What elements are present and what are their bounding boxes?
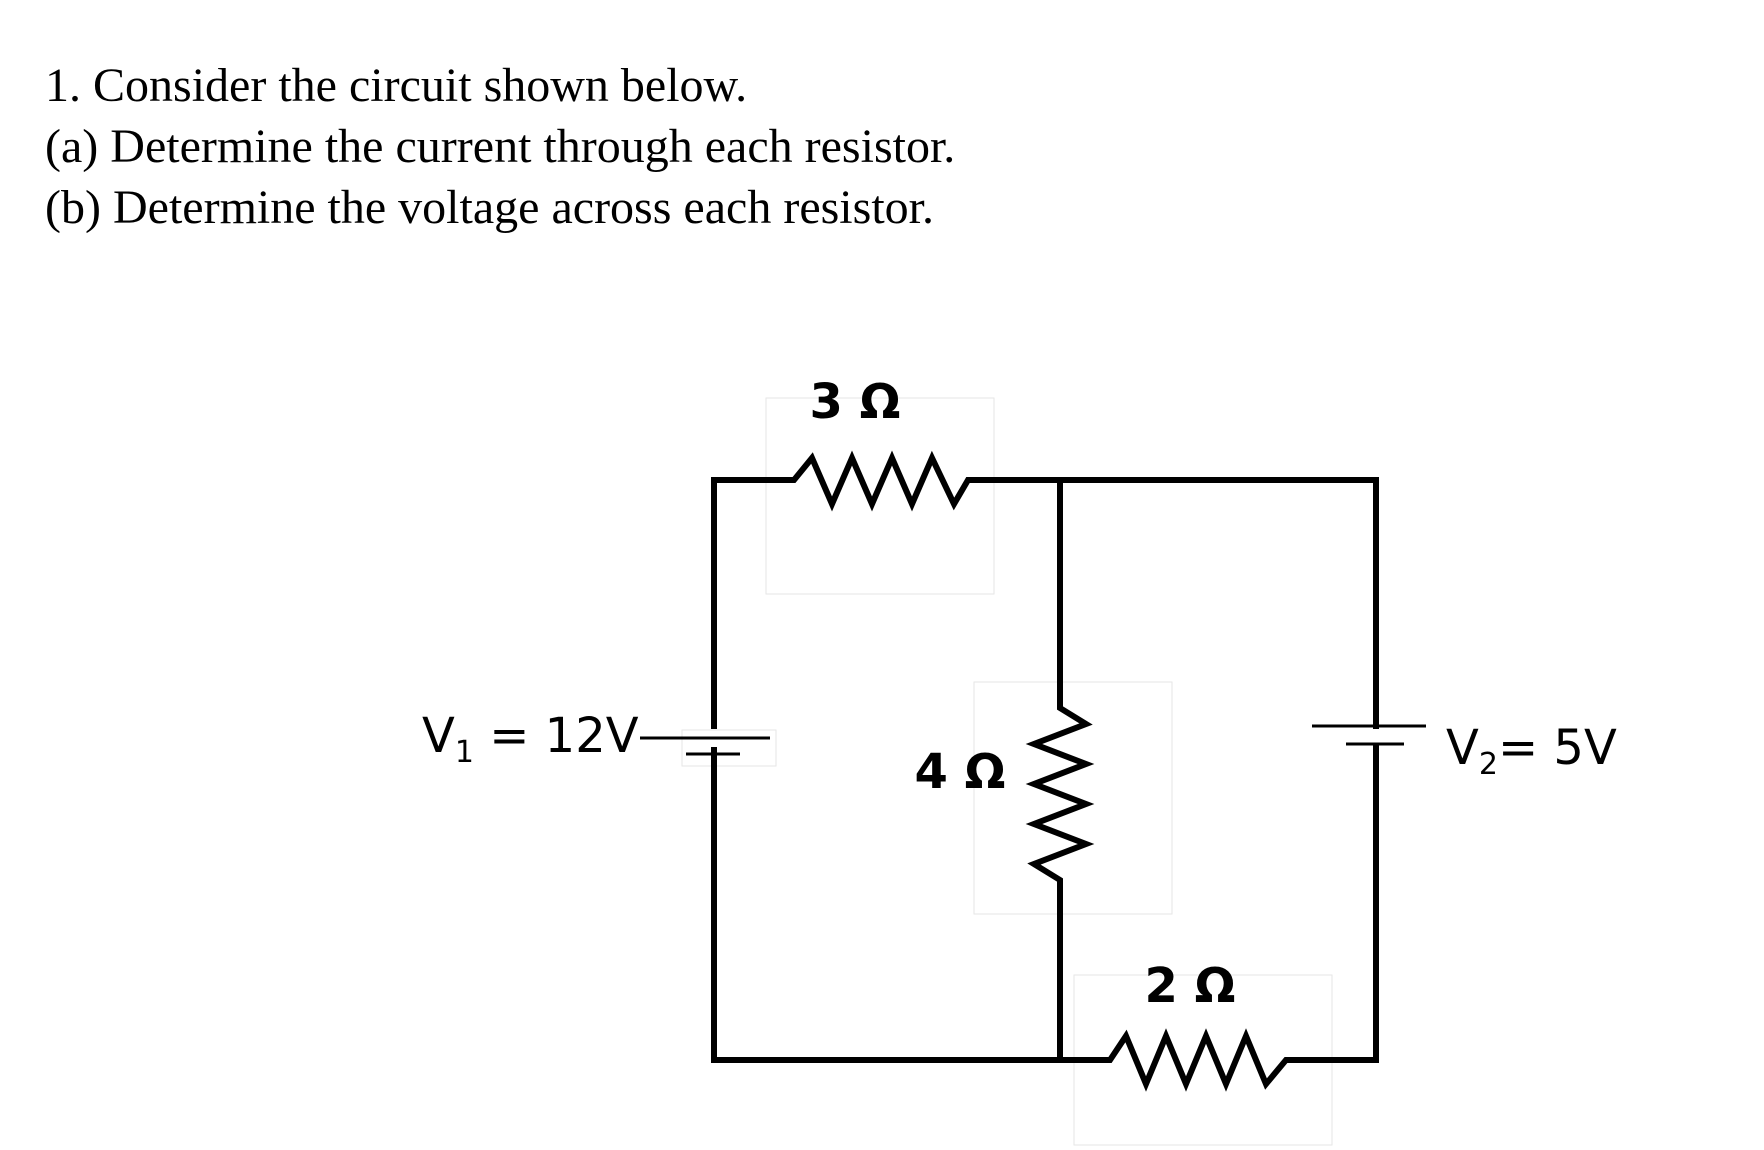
battery-v1: V1 = 12V — [422, 708, 770, 770]
resistor-3-ohm: 3 Ω — [768, 374, 986, 512]
resistor-2-ohm-label: 2 Ω — [1145, 958, 1236, 1014]
battery-v1-label: V1 = 12V — [422, 708, 639, 770]
problem-line-1: 1. Consider the circuit shown below. — [45, 59, 748, 112]
resistor-4-ohm-zigzag — [1025, 684, 1095, 884]
resistor-3-ohm-zigzag — [768, 450, 986, 512]
resistor-2-ohm-zigzag — [1060, 1028, 1318, 1092]
battery-v2: V2= 5V — [1312, 720, 1617, 782]
battery-v2-symbol: V — [1446, 720, 1479, 776]
battery-v1-symbol: V — [422, 708, 455, 764]
problem-statement: 1. Consider the circuit shown below. (a)… — [45, 55, 955, 238]
battery-v2-label: V2= 5V — [1446, 720, 1617, 782]
problem-line-b: (b) Determine the voltage across each re… — [45, 181, 934, 234]
resistor-3-ohm-label: 3 Ω — [810, 374, 901, 430]
battery-v1-value: = 12V — [474, 708, 639, 764]
problem-line-a: (a) Determine the current through each r… — [45, 120, 956, 173]
battery-v1-subscript: 1 — [455, 735, 474, 770]
circuit-wires — [711, 477, 1379, 1063]
resistor-4-ohm-label: 4 Ω — [915, 744, 1006, 800]
resistor-4-ohm: 4 Ω — [915, 684, 1095, 884]
battery-v2-subscript: 2 — [1479, 747, 1498, 782]
faint-artifact-boxes — [681, 397, 1333, 1146]
resistor-2-ohm: 2 Ω — [1060, 958, 1318, 1092]
battery-v2-value: = 5V — [1498, 720, 1617, 776]
